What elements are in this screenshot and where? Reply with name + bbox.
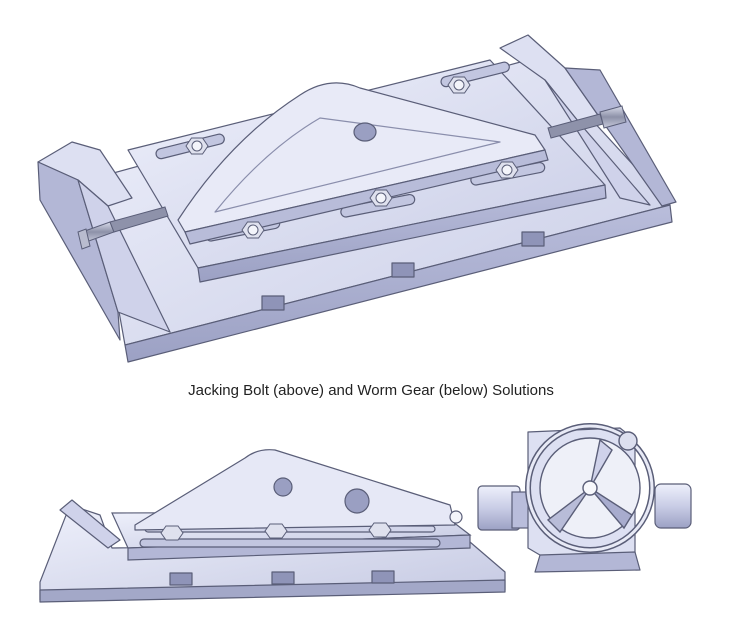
jacking-bolt-assembly: [37, 34, 677, 363]
gusset-hole: [344, 488, 370, 514]
hex-bolt-icon: [368, 522, 392, 538]
hex-bolt-icon: [369, 189, 393, 207]
pivot-pin: [449, 510, 463, 524]
gusset-hole: [353, 122, 377, 142]
hex-bolt-icon: [241, 221, 265, 239]
handwheel-hub: [582, 480, 598, 496]
hex-bolt-icon: [495, 161, 519, 179]
crank-knob[interactable]: [618, 431, 638, 451]
jacking-bolts: [77, 105, 627, 250]
left-jacking-bolt: [77, 206, 169, 250]
hex-bolt-icon: [264, 523, 288, 539]
hex-bolt-icon: [185, 137, 209, 155]
figure-caption: Jacking Bolt (above) and Worm Gear (belo…: [188, 382, 554, 399]
hex-bolt-icon: [447, 76, 471, 94]
worm-gusset-plate: [134, 449, 463, 531]
worm-plate-bolts: [160, 522, 392, 541]
plate-bolts: [185, 76, 519, 239]
right-jacking-bolt: [547, 105, 627, 139]
gusset-plate: [177, 82, 549, 245]
handwheel[interactable]: [525, 423, 655, 553]
worm-shaft: [477, 483, 692, 531]
hex-bolt-icon: [160, 525, 184, 541]
gusset-hole: [273, 477, 293, 497]
